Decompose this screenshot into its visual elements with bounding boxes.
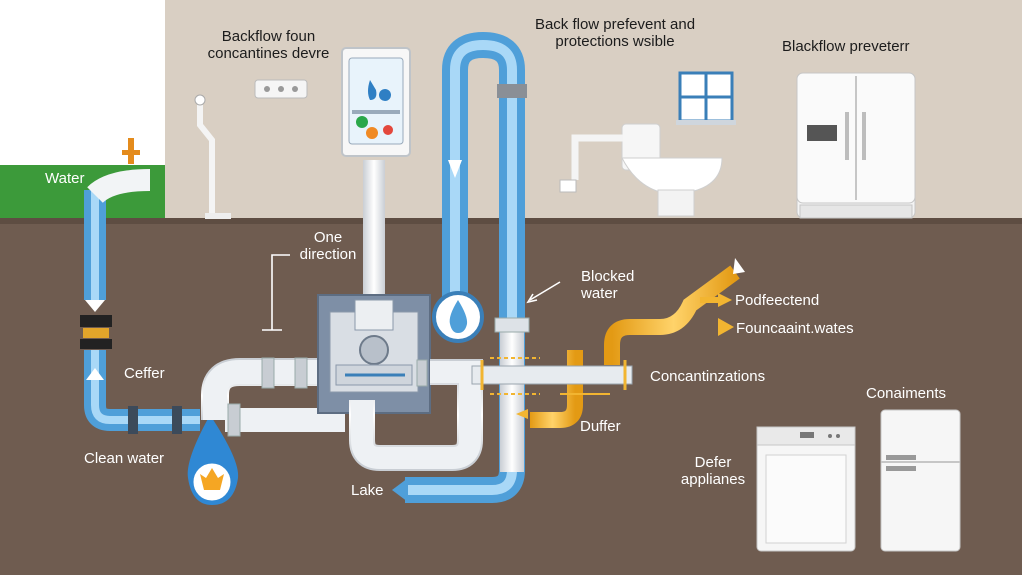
contaminant-container — [341, 47, 411, 157]
label-backflow-found: Backflow foun concantines devre — [207, 28, 330, 63]
faucet-base — [205, 213, 231, 219]
spigot-handle — [122, 150, 140, 155]
sky — [0, 0, 165, 170]
down-arrow-icon — [85, 300, 105, 312]
label-clean-water: Clean water — [84, 450, 165, 467]
arch-riser — [500, 322, 524, 472]
yellow-return-pipe — [530, 350, 583, 428]
label-founcaint-wates: Founcaaint.wates — [736, 320, 854, 337]
label-blocked-water: Blocked water — [581, 268, 635, 303]
refrigerator-icon — [796, 72, 916, 219]
valve-icon — [354, 299, 394, 331]
arch-coupling — [497, 84, 527, 98]
backflow-valve-assembly — [317, 294, 431, 414]
yellow-branch-pipe — [604, 265, 740, 365]
refrigerator-icon-2 — [880, 409, 961, 552]
flow-arrow-icon — [448, 160, 462, 178]
label-podfectend: Podfeectend — [735, 292, 820, 309]
meter-valve — [80, 315, 112, 327]
clean-water-drop — [187, 415, 239, 505]
label-water: Water — [45, 170, 85, 187]
flame-icon — [200, 468, 224, 490]
one-direction-pointer — [262, 254, 290, 331]
container-drop-pipe — [363, 160, 385, 310]
entry-pipe — [87, 169, 151, 204]
faucet-icon — [194, 94, 206, 106]
toilet-icon — [621, 123, 723, 217]
label-cefer: Ceffer — [124, 365, 165, 382]
lake-arrow-icon — [392, 478, 408, 502]
toilet-supply — [571, 134, 623, 180]
label-concantinzations: Concantinzations — [650, 368, 766, 385]
contamination-pipe — [471, 365, 633, 385]
label-backflow-prevent: Back flow prefevent and protections wsib… — [534, 16, 696, 51]
label-backflow-preventer: Blackflow preveterr — [782, 38, 910, 55]
water-drop-icon-2 — [449, 300, 468, 333]
label-defer-appliances: Defer applianes — [680, 454, 746, 489]
drop-gauge — [432, 291, 484, 343]
up-arrow-icon — [86, 368, 104, 380]
arrow-right-icon — [718, 318, 734, 336]
label-one-direction: One direction — [299, 229, 357, 264]
wall-supply-line — [197, 100, 215, 215]
blocked-water-pointer — [529, 281, 561, 301]
label-conaiments: Conaiments — [866, 385, 947, 402]
window-icon — [676, 71, 736, 125]
label-lake: Lake — [351, 482, 384, 499]
dishwasher-icon — [756, 426, 856, 552]
water-drop-icon — [368, 80, 377, 100]
label-duffer: Duffer — [580, 418, 621, 435]
